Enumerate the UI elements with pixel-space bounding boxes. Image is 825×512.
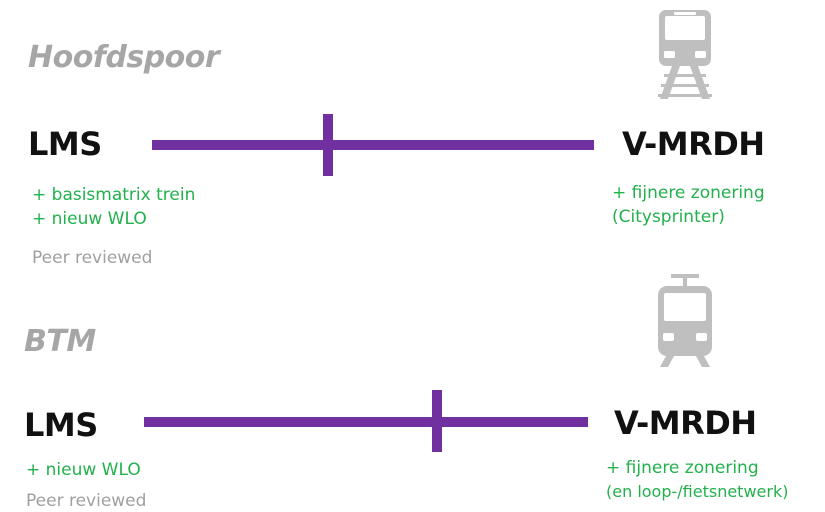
left-feature: + nieuw WLO	[32, 209, 147, 229]
tram-icon	[658, 274, 712, 367]
section-title-hoofdspoor: Hoofdspoor	[28, 40, 220, 75]
right-model-name: V-MRDH	[614, 404, 757, 442]
left-feature: + nieuw WLO	[26, 460, 141, 480]
left-model-name: LMS	[24, 406, 98, 444]
right-feature: (Citysprinter)	[612, 207, 725, 227]
section-title-btm: BTM	[24, 324, 96, 359]
right-feature: + fijnere zonering	[606, 458, 759, 478]
position-marker	[432, 390, 442, 452]
connection-line	[144, 417, 588, 427]
peer-reviewed-note: Peer reviewed	[32, 248, 153, 268]
left-model-name: LMS	[28, 125, 102, 163]
peer-reviewed-note: Peer reviewed	[26, 491, 147, 511]
left-feature: + basismatrix trein	[32, 185, 196, 205]
connection-line	[152, 140, 594, 150]
position-marker	[323, 114, 333, 176]
right-feature: + fijnere zonering	[612, 183, 765, 203]
train-icon	[658, 10, 712, 99]
right-model-name: V-MRDH	[622, 125, 765, 163]
right-feature: (en loop-/fietsnetwerk)	[606, 482, 789, 501]
